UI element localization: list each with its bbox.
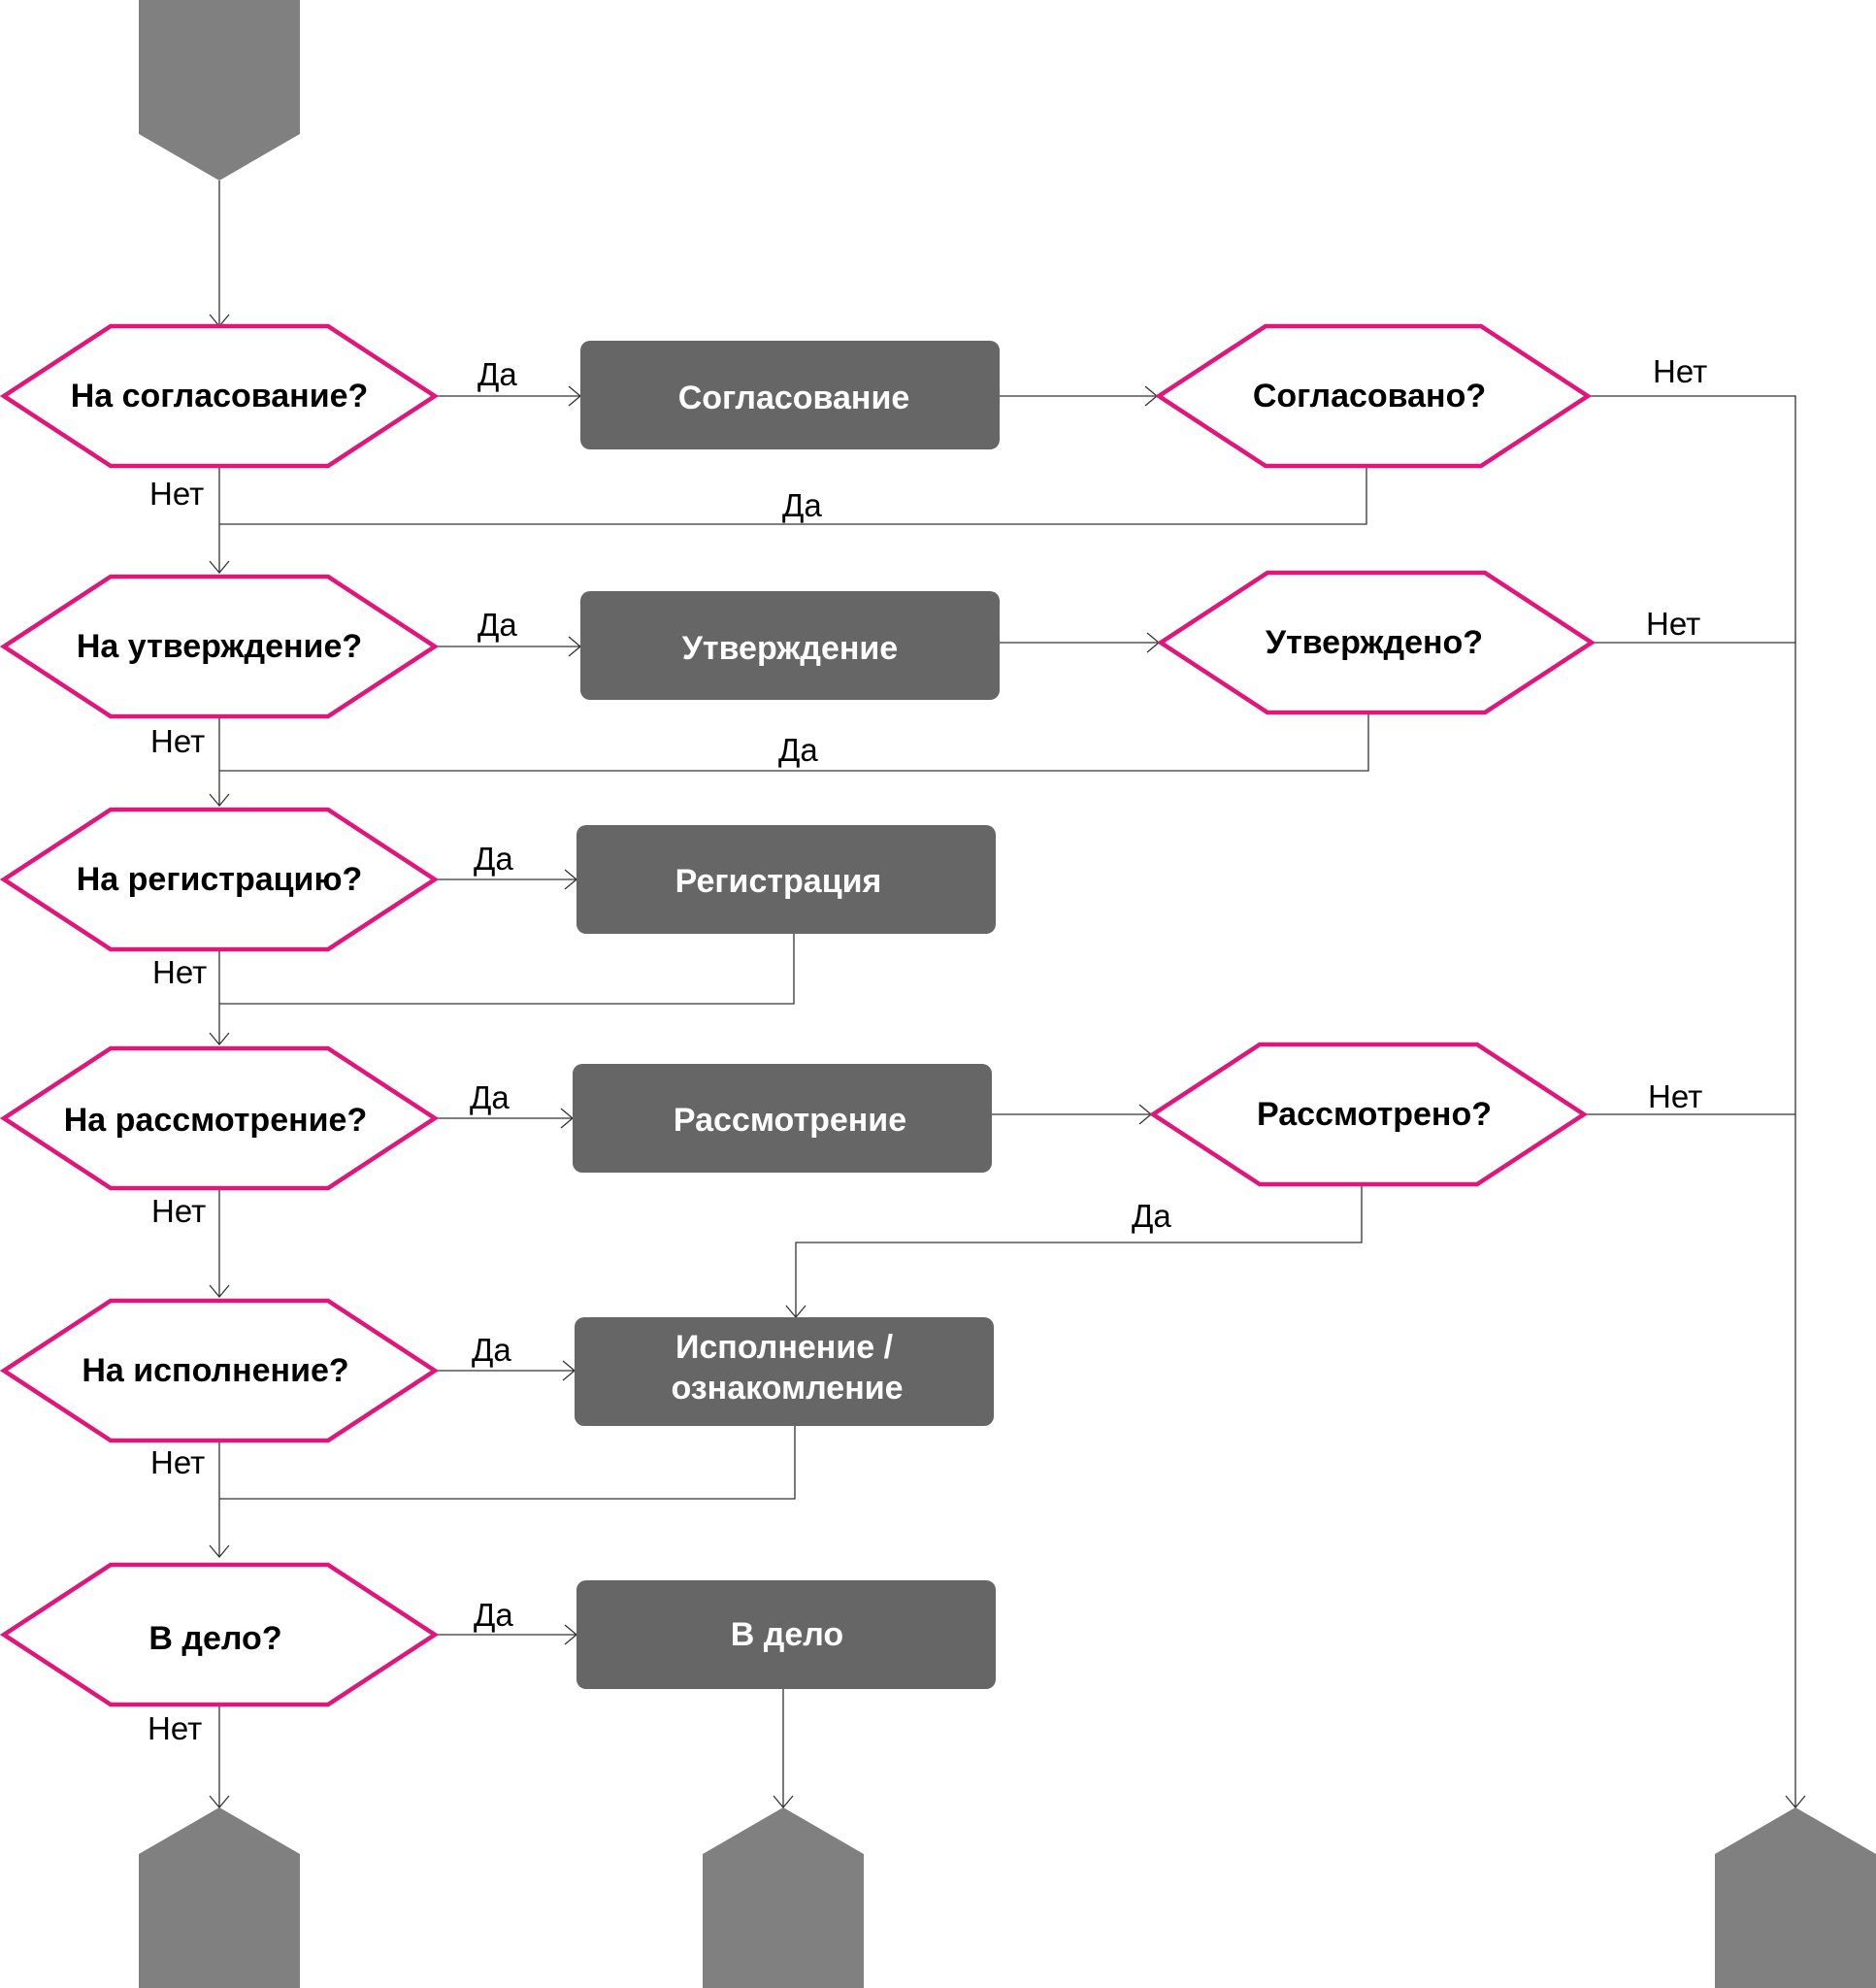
edge-label-no: Нет (150, 723, 205, 759)
decision-label-to-execution: На исполнение? (82, 1352, 348, 1389)
edge-label-no: Нет (149, 476, 204, 512)
edge-label-no: Нет (1646, 606, 1700, 642)
edge-label-yes: Да (474, 1597, 513, 1633)
process-label-approval: Согласование (678, 380, 910, 416)
edge-label-no: Нет (1653, 353, 1707, 389)
process-box-approval (580, 341, 1000, 449)
decision-node-approved (1154, 323, 1593, 469)
decision-label-to-approval: На согласование? (71, 378, 369, 414)
edge-label-no: Нет (1648, 1078, 1702, 1114)
end-terminal-middle (703, 1807, 864, 1988)
decision-label-confirmed: Утверждено? (1266, 624, 1483, 661)
decision-nodes: На согласование? Согласовано? На утвержд… (0, 323, 1596, 1707)
edge-label-no: Нет (151, 1193, 206, 1229)
process-label-review: Рассмотрение (674, 1102, 906, 1139)
arrowheads (209, 314, 1806, 1809)
edge-label-yes: Да (477, 356, 517, 392)
decision-label-to-confirmation: На утверждение? (77, 628, 362, 665)
arrowhead (209, 1544, 230, 1559)
decision-node-to-execution (0, 1298, 440, 1443)
process-box-review (573, 1064, 992, 1173)
decision-node-to-file (0, 1562, 440, 1707)
edge-labels: Да Нет Нет Да Да Нет Нет Да Да Нет Да Не… (148, 353, 1707, 1746)
process-label-registration: Регистрация (675, 863, 882, 900)
arrowhead (209, 793, 230, 808)
process-box-confirmation (580, 591, 1000, 700)
edge-label-yes: Да (470, 1079, 510, 1115)
connectors (218, 181, 1796, 1807)
edge-label-yes: Да (477, 607, 517, 643)
edge-label-no: Нет (150, 1444, 205, 1480)
arrowhead (1785, 1795, 1806, 1809)
connector-p5-back (219, 1425, 796, 1500)
process-box-file (576, 1580, 996, 1689)
start-terminal (139, 0, 300, 181)
decision-label-to-review: На рассмотрение? (64, 1102, 367, 1139)
process-label-file: В дело (731, 1616, 843, 1653)
edge-label-yes: Да (782, 487, 822, 523)
end-terminal-left (139, 1807, 300, 1988)
edge-label-no: Нет (148, 1710, 202, 1746)
connector-d2-no-to-right (1588, 395, 1796, 1807)
edge-label-yes: Да (472, 1332, 511, 1368)
decision-node-to-confirmation (0, 574, 440, 719)
connector-p3-back (219, 934, 795, 1005)
connector-d4-yes-back (219, 712, 1369, 772)
decision-label-to-file: В дело? (148, 1620, 281, 1657)
decision-label-reviewed: Рассмотрено? (1257, 1096, 1492, 1133)
process-label-confirmation: Утверждение (682, 630, 898, 667)
decision-node-to-approval (0, 323, 440, 469)
edge-label-yes: Да (778, 732, 818, 768)
process-label-execution-line1: Исполнение / (675, 1329, 894, 1366)
edge-label-yes: Да (1132, 1198, 1171, 1234)
arrowhead (773, 1795, 794, 1809)
end-terminal-right (1715, 1807, 1876, 1988)
arrowhead (209, 1284, 230, 1299)
arrowhead (209, 560, 230, 575)
arrowhead (209, 1795, 230, 1809)
decision-label-approved: Согласовано? (1253, 378, 1486, 414)
connector-d2-yes-back (219, 466, 1367, 525)
connector-d7-yes-to-p5 (795, 1184, 1363, 1317)
decision-node-to-registration (0, 807, 440, 952)
edge-label-yes: Да (474, 841, 513, 877)
process-box-execution (575, 1317, 994, 1426)
decision-node-confirmed (1156, 570, 1596, 715)
edge-label-no: Нет (152, 954, 207, 990)
process-label-execution-line2: ознакомление (671, 1370, 903, 1407)
decision-node-to-review (0, 1045, 440, 1191)
decision-label-to-registration: На регистрацию? (77, 861, 363, 898)
arrowhead (209, 1032, 230, 1046)
process-box-registration (576, 825, 996, 934)
process-boxes: Согласование Утверждение Регистрация Рас… (573, 341, 1000, 1689)
decision-node-reviewed (1148, 1042, 1589, 1187)
